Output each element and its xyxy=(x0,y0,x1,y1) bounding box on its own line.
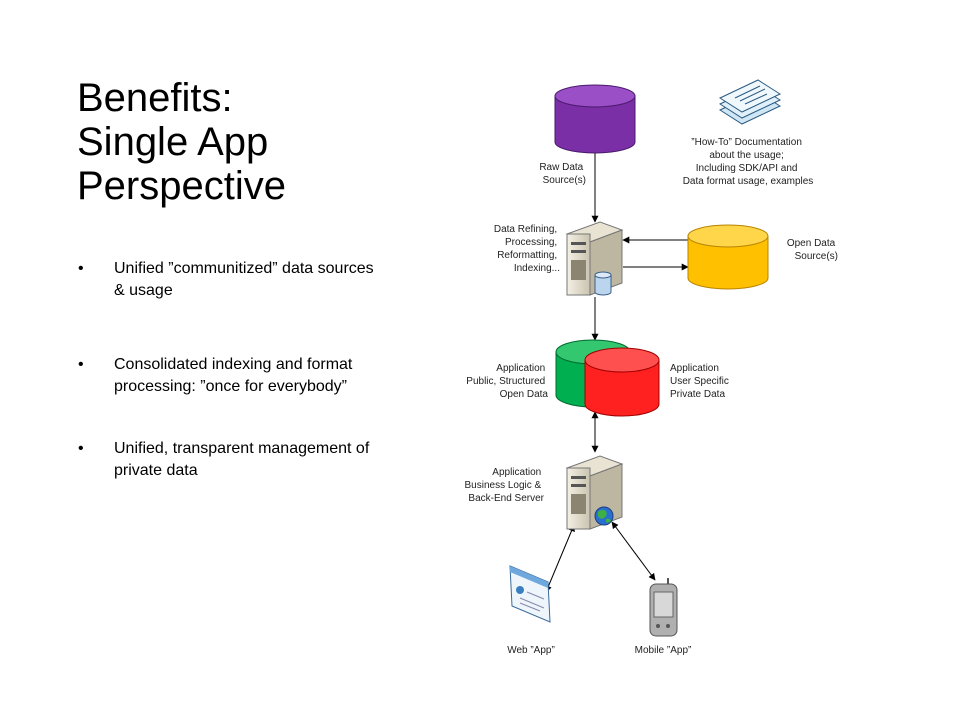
connectors xyxy=(545,150,689,593)
backend-label: Application Business Logic & Back-End Se… xyxy=(465,467,545,504)
title-line: Perspective xyxy=(77,164,286,208)
web-app-label: Web ”App” xyxy=(507,645,555,656)
backend-mobile-arrow xyxy=(611,521,656,581)
documentation-icon xyxy=(718,79,782,125)
backend-web-arrow xyxy=(545,524,575,593)
slide-title: Benefits: Single App Perspective xyxy=(77,76,407,208)
benefits-list: Unified ”communitized” data sources & us… xyxy=(78,258,378,482)
mobile-phone-icon xyxy=(649,578,678,637)
globe-icon xyxy=(594,506,614,526)
open-data-label: Open Data Source(s) xyxy=(787,238,838,262)
backend-server-icon xyxy=(565,455,624,530)
refining-label: Data Refining, Processing, Reformatting,… xyxy=(494,224,560,274)
bullet-item: Unified, transparent management of priva… xyxy=(78,438,378,482)
private-data-cylinder xyxy=(584,347,660,417)
open-data-cylinder xyxy=(687,224,769,290)
private-data-label: Application User Specific Private Data xyxy=(670,363,732,400)
raw-data-cylinder xyxy=(554,84,636,154)
public-data-label: Application Public, Structured Open Data xyxy=(466,363,548,400)
raw-data-label: Raw Data Source(s) xyxy=(539,162,586,186)
mobile-app-label: Mobile ”App” xyxy=(635,645,692,656)
documentation-label: ”How-To” Documentation about the usage; … xyxy=(683,137,814,187)
title-line: Single App xyxy=(77,120,269,164)
title-line: Benefits: xyxy=(77,76,233,120)
bullet-item: Unified ”communitized” data sources & us… xyxy=(78,258,378,302)
small-database-icon xyxy=(594,271,612,296)
bullet-item: Consolidated indexing and format process… xyxy=(78,354,378,398)
web-browser-icon xyxy=(509,565,551,623)
